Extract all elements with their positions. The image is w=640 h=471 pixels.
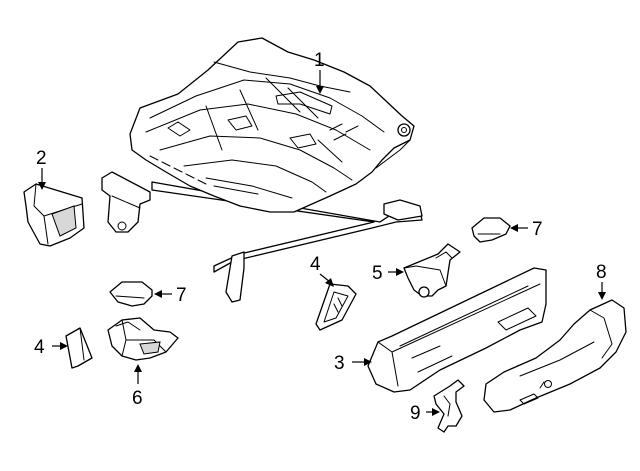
callout-6: 6 [132,388,143,409]
cap-7-left [109,281,153,307]
bracket-cover-2 [23,183,85,247]
callout-4-left: 4 [34,337,45,358]
callout-5: 5 [372,263,383,284]
callout-1: 1 [314,50,325,71]
callout-7-right: 7 [532,219,543,240]
clip-9 [433,379,465,433]
callout-4-center: 4 [310,254,321,275]
callout-2: 2 [36,148,47,169]
callout-labels: 1 2 3 4 4 5 6 7 7 8 9 [34,50,607,424]
callout-leaders [38,70,606,416]
callout-9: 9 [410,403,421,424]
side-shield-3 [367,267,547,393]
callout-7-left: 7 [176,285,187,306]
trim-pad-4-left [65,327,93,369]
seat-frame-assembly [101,37,423,303]
cap-7-right [471,217,511,243]
callout-3: 3 [334,353,345,374]
mount-bracket-6 [107,317,179,361]
trim-bezel-4-center [315,283,357,331]
callout-8: 8 [596,262,607,283]
motor-bracket-5 [403,243,461,298]
side-trim-8 [483,299,627,413]
